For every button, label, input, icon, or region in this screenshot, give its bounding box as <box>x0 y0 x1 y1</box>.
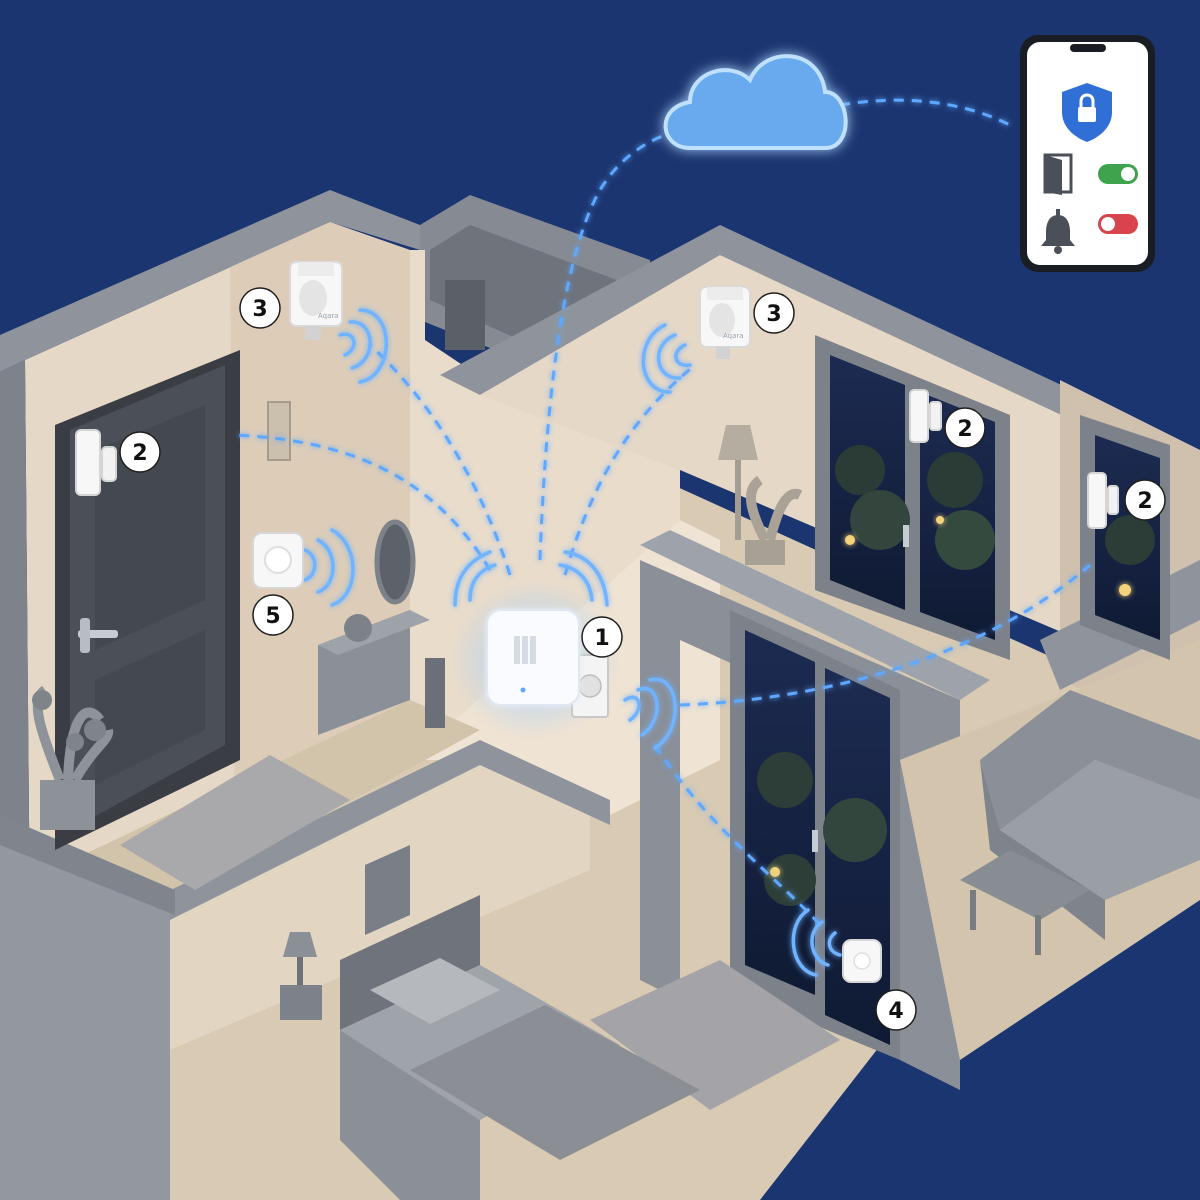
picture-frame <box>365 845 410 935</box>
svg-text:5: 5 <box>265 604 280 629</box>
coffee-table <box>960 850 1090 920</box>
svg-text:4: 4 <box>888 999 903 1024</box>
blanket <box>410 1005 700 1160</box>
badge-balcony-door-contact: 2 <box>944 407 986 449</box>
hub-icon <box>450 580 620 740</box>
badge-front-door-contact: 2 <box>119 431 161 473</box>
link-hub-window <box>679 563 1091 707</box>
alarm-toggle[interactable] <box>1098 214 1138 234</box>
rug <box>590 960 840 1110</box>
badge-motion-left: 3 <box>239 287 281 329</box>
bedroom-left-wall <box>0 830 170 1200</box>
bell-icon <box>1041 209 1075 254</box>
living-furniture <box>960 690 1200 955</box>
back-room-furniture <box>718 425 803 565</box>
partition-cap <box>440 225 760 395</box>
closet-door <box>445 280 485 350</box>
sofa-back <box>980 690 1200 830</box>
bedroom-furniture <box>280 845 840 1200</box>
contact-sensor-icon <box>1087 472 1119 529</box>
smartphone-icon <box>1020 35 1155 272</box>
wall-outer-left <box>0 360 30 945</box>
doormat <box>120 755 350 890</box>
contact-sensor-icon <box>909 389 942 443</box>
hallway-furniture <box>267 401 445 735</box>
link-cloud-phone <box>839 98 1011 127</box>
svg-text:2: 2 <box>1137 489 1152 514</box>
link-hub-motion-left <box>368 343 512 576</box>
side-window <box>1080 415 1170 660</box>
svg-text:2: 2 <box>132 441 147 466</box>
bed-side <box>340 1030 480 1200</box>
nightstand <box>280 985 322 1020</box>
badge-hub: 1 <box>581 616 623 658</box>
svg-text:2: 2 <box>957 417 972 442</box>
motion-sensor-icon: Aqara <box>699 286 751 359</box>
plant-left <box>32 685 114 830</box>
svg-text:3: 3 <box>252 297 267 322</box>
wireless-button-icon <box>252 532 304 589</box>
door-toggle[interactable] <box>1098 164 1138 184</box>
link-hub-front-door <box>234 433 492 571</box>
headboard <box>340 895 480 1030</box>
pillow <box>370 958 500 1024</box>
link-hub-motion-right <box>563 363 696 576</box>
signal-waves <box>303 308 842 977</box>
bedroom-left-cap <box>0 815 175 915</box>
badge-vibration-sensor: 4 <box>875 989 917 1031</box>
brand-mark: Aqara <box>723 332 744 340</box>
badges: 1 2 2 2 3 3 4 5 <box>119 287 1166 1031</box>
badge-motion-right: 3 <box>753 292 795 334</box>
badge-window-contact: 2 <box>1124 479 1166 521</box>
svg-text:1: 1 <box>594 626 609 651</box>
brand-mark: Aqara <box>318 312 339 320</box>
motion-sensor-icon: Aqara <box>289 261 343 340</box>
cloud-icon <box>663 54 848 150</box>
vibration-sensor-icon <box>842 939 882 983</box>
badge-wireless-switch: 5 <box>252 594 294 636</box>
contact-sensor-icon <box>75 429 117 496</box>
front-partition-cap <box>640 530 990 700</box>
sofa-seat <box>1000 760 1200 900</box>
door-icon <box>1043 153 1073 195</box>
shield-lock-icon <box>1062 83 1112 142</box>
svg-text:3: 3 <box>766 302 781 327</box>
bedroom-wall-cap <box>150 740 610 920</box>
